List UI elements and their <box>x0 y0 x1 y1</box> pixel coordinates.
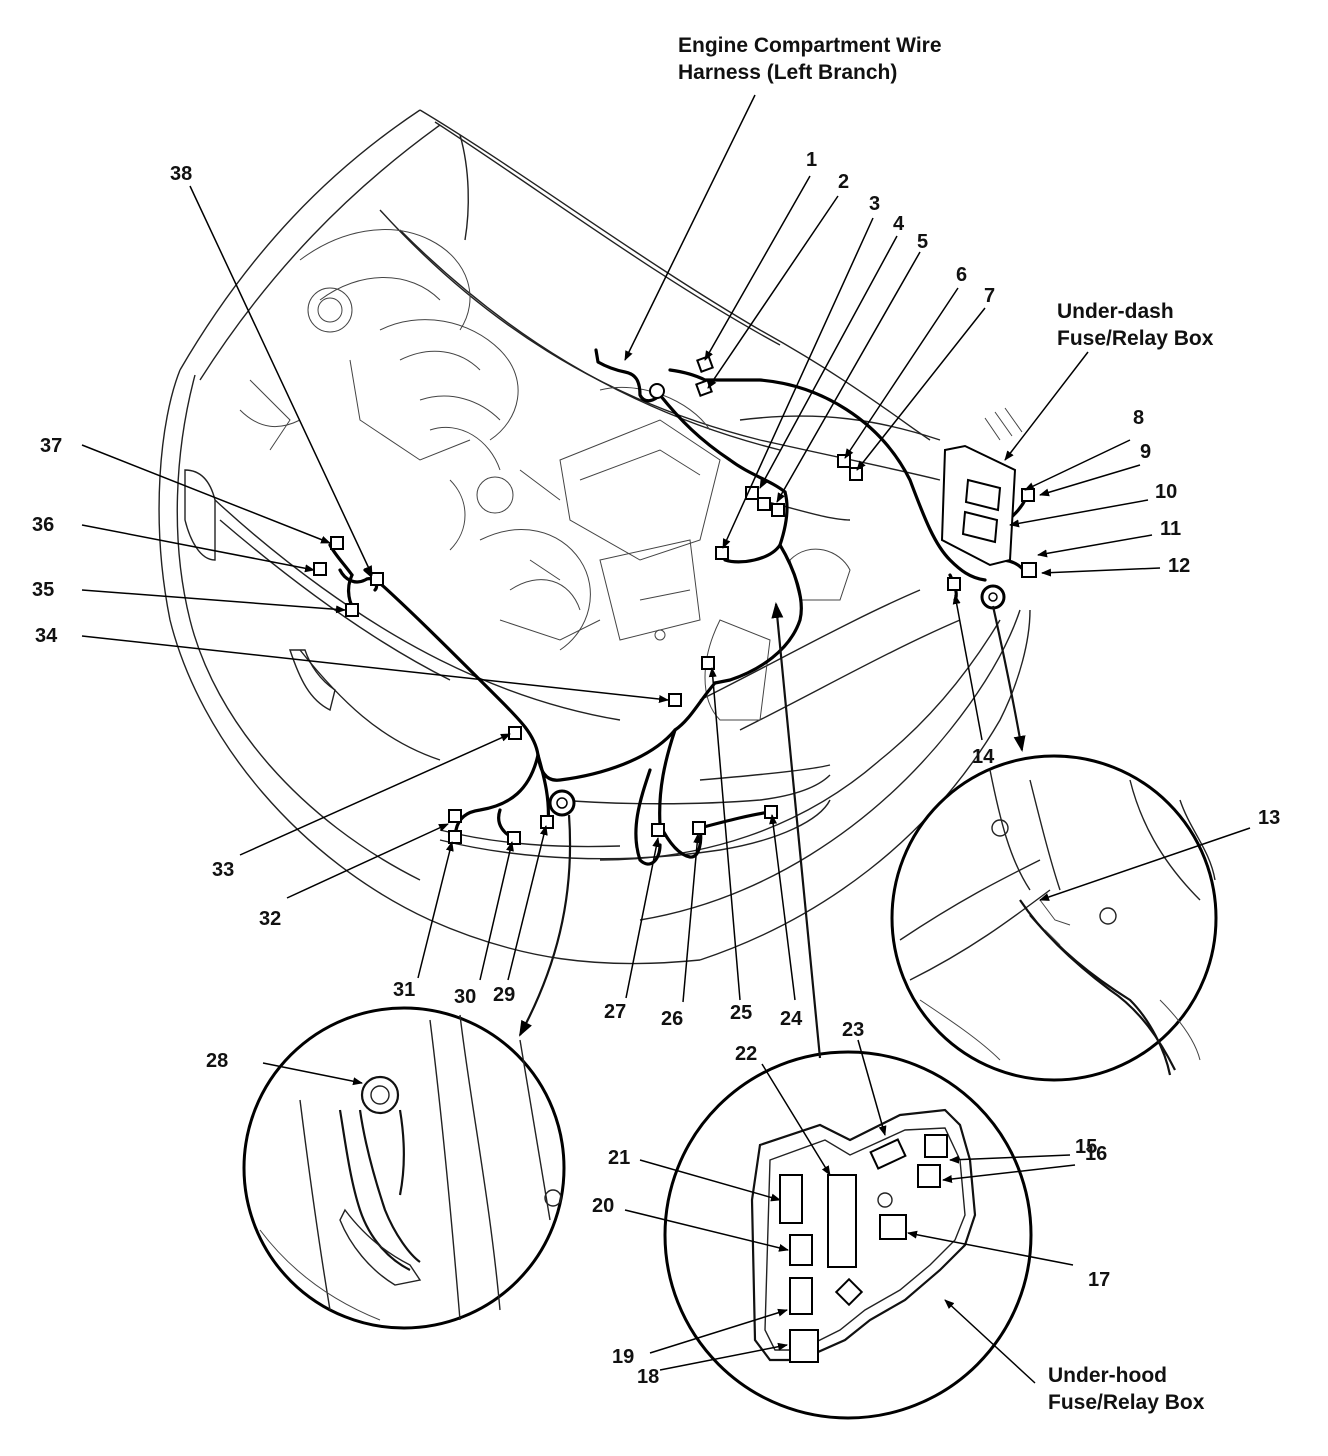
callout-33: 33 <box>212 859 234 881</box>
callout-18: 18 <box>637 1366 659 1388</box>
under-dash-fuse-box <box>940 407 1023 567</box>
detail-circle-under-hood <box>663 1050 1033 1420</box>
callout-35: 35 <box>32 579 54 601</box>
callout-15: 15 <box>1075 1136 1097 1158</box>
callout-28: 28 <box>206 1050 228 1072</box>
callout-9: 9 <box>1140 441 1151 463</box>
callout-34: 34 <box>35 625 58 647</box>
callout-6: 6 <box>956 264 967 286</box>
callout-38: 38 <box>170 163 192 185</box>
callout-labels: 1 2 3 4 5 6 7 8 9 10 11 12 13 14 15 16 1… <box>32 149 1280 1388</box>
callout-17: 17 <box>1088 1269 1110 1291</box>
callout-29: 29 <box>493 984 515 1006</box>
under-hood-caption-line1: Under-hood <box>1048 1364 1167 1387</box>
callout-31: 31 <box>393 979 415 1001</box>
callout-21: 21 <box>608 1147 630 1169</box>
callout-10: 10 <box>1155 481 1177 503</box>
callout-8: 8 <box>1133 407 1144 429</box>
callout-7: 7 <box>984 285 995 307</box>
callout-32: 32 <box>259 908 281 930</box>
engine-block <box>239 229 851 721</box>
callout-22: 22 <box>735 1043 757 1065</box>
callout-13: 13 <box>1258 807 1280 829</box>
under-dash-caption-line2: Fuse/Relay Box <box>1057 327 1214 350</box>
engine-harness-caption-line2: Harness (Left Branch) <box>678 61 897 84</box>
callout-36: 36 <box>32 514 54 536</box>
callout-30: 30 <box>454 986 476 1008</box>
vehicle-body <box>158 109 1031 965</box>
callout-20: 20 <box>592 1195 614 1217</box>
callout-23: 23 <box>842 1019 864 1041</box>
callout-24: 24 <box>780 1008 803 1030</box>
wire-harness <box>328 348 1027 866</box>
callout-4: 4 <box>893 213 905 235</box>
leader-lines <box>81 94 1251 1384</box>
under-dash-caption-line1: Under-dash <box>1057 300 1174 323</box>
callout-26: 26 <box>661 1008 683 1030</box>
callout-19: 19 <box>612 1346 634 1368</box>
callout-25: 25 <box>730 1002 752 1024</box>
detail-circle-13 <box>890 754 1218 1082</box>
callout-1: 1 <box>806 149 817 171</box>
callout-3: 3 <box>869 193 880 215</box>
under-hood-caption-line2: Fuse/Relay Box <box>1048 1391 1205 1414</box>
callout-5: 5 <box>917 231 928 253</box>
callout-14: 14 <box>972 746 995 768</box>
engine-harness-caption-line1: Engine Compartment Wire <box>678 34 942 57</box>
callout-12: 12 <box>1168 555 1190 577</box>
callout-11: 11 <box>1160 518 1181 540</box>
callout-27: 27 <box>604 1001 626 1023</box>
callout-2: 2 <box>838 171 849 193</box>
callout-16: 16 <box>1085 1143 1107 1165</box>
callout-37: 37 <box>40 435 62 457</box>
detail-circle-28 <box>242 1006 566 1330</box>
